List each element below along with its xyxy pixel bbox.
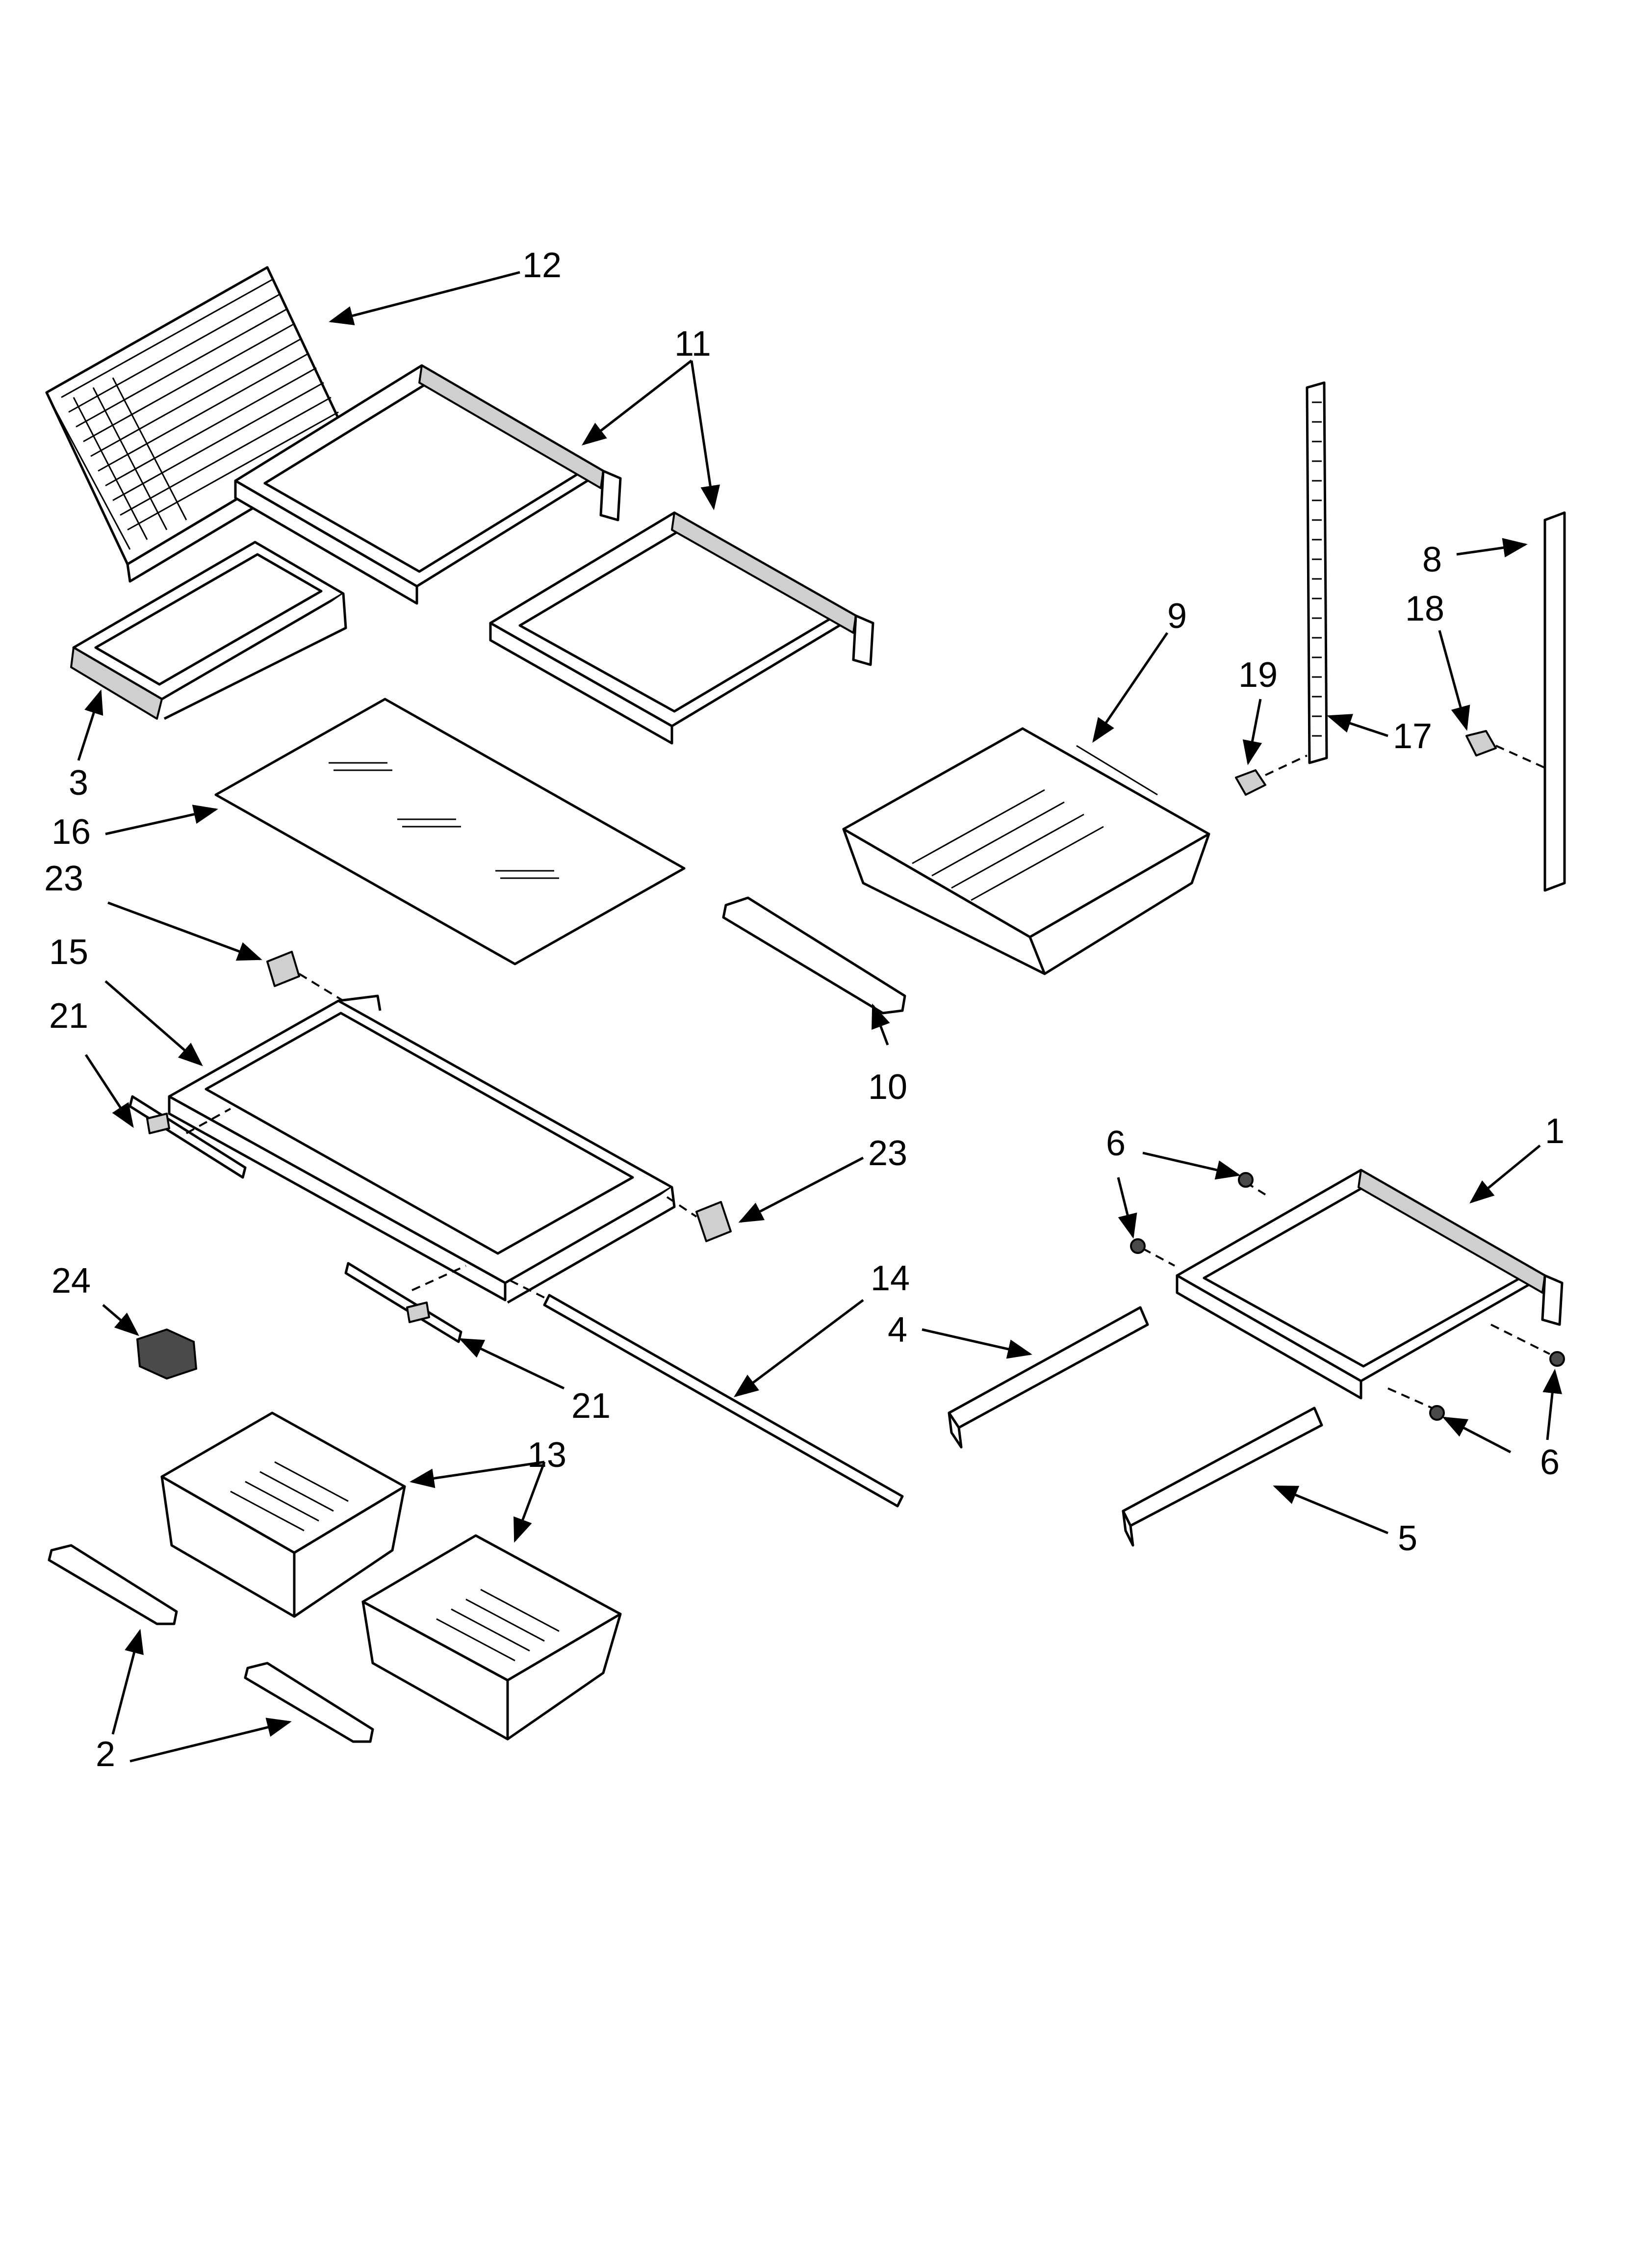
callout-17: 17 (1393, 717, 1432, 756)
callout-3: 3 (69, 763, 88, 803)
part-13-drawer-right (361, 1534, 622, 1741)
part-9-crisper-bin (842, 727, 1210, 975)
callout-5: 5 (1398, 1519, 1417, 1558)
callout-9: 9 (1167, 597, 1187, 636)
callout-2: 2 (96, 1735, 115, 1774)
part-14-rod (510, 1279, 904, 1508)
leader-lines (77, 271, 1563, 1763)
part-4-slide (948, 1306, 1149, 1449)
part-16-glass-panel (214, 698, 686, 965)
callout-21-lower: 21 (571, 1386, 611, 1426)
callout-13: 13 (527, 1435, 566, 1475)
callout-1: 1 (1545, 1112, 1565, 1151)
callout-labels: 12 11 3 16 23 15 21 10 9 19 17 8 18 23 2… (44, 246, 1565, 1774)
callout-24: 24 (51, 1261, 91, 1301)
part-8-rail (1543, 511, 1566, 892)
callout-11: 11 (674, 324, 711, 364)
callout-6-bottom: 6 (1540, 1443, 1560, 1482)
callout-21-left: 21 (49, 996, 88, 1036)
callout-23-bottom: 23 (868, 1134, 907, 1173)
part-11-shelf-upper (234, 364, 622, 605)
callout-6-top: 6 (1106, 1124, 1126, 1163)
callout-4: 4 (888, 1310, 907, 1350)
part-13-drawer-left (160, 1411, 406, 1618)
part-11-shelf-lower (489, 511, 874, 745)
callout-18: 18 (1405, 589, 1444, 628)
part-2-handle-b (244, 1662, 374, 1743)
part-15-shelf-frame (168, 994, 676, 1304)
part-10-handle (722, 896, 906, 1015)
part-2-handle-a (48, 1544, 178, 1625)
callout-14: 14 (871, 1259, 910, 1298)
part-1-shelf (1142, 1169, 1564, 1409)
part-23-bracket-top (266, 951, 344, 1002)
callout-12: 12 (522, 246, 562, 285)
part-6-screws (1130, 1172, 1565, 1421)
callout-19: 19 (1238, 655, 1278, 695)
part-21-rail-left (128, 1095, 247, 1179)
part-24-clip (136, 1328, 198, 1380)
callout-8: 8 (1422, 540, 1442, 579)
callout-15: 15 (49, 933, 88, 972)
part-19-screw (1235, 755, 1308, 796)
callout-16: 16 (51, 812, 91, 852)
part-5-slide (1122, 1407, 1323, 1547)
part-17-track (1306, 381, 1328, 764)
callout-23-top: 23 (44, 859, 83, 898)
part-3-small-shelf (70, 541, 347, 720)
part-23-bracket-bottom (666, 1196, 732, 1242)
callout-10: 10 (868, 1068, 907, 1107)
part-18-screw (1465, 730, 1545, 769)
part-21-rail-lower (344, 1262, 466, 1343)
